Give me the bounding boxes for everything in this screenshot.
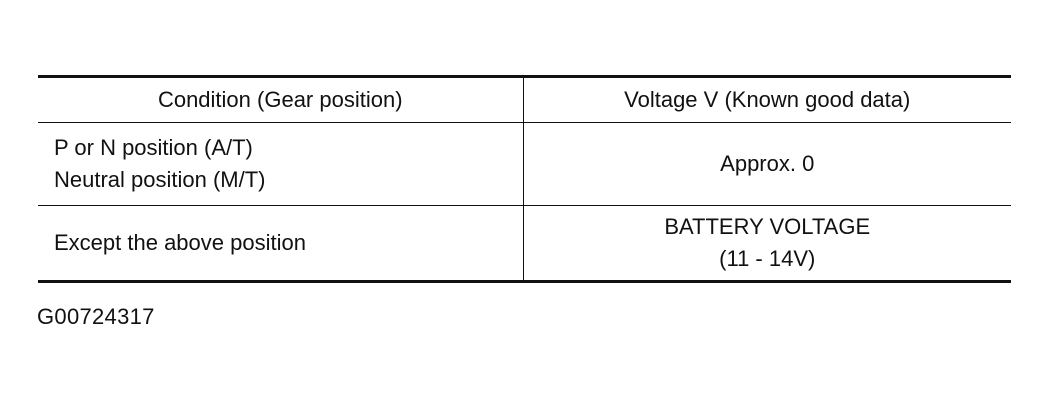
table-row: P or N position (A/T) Neutral position (… (38, 122, 1011, 206)
condition-cell: P or N position (A/T) Neutral position (… (38, 122, 524, 206)
condition-text: P or N position (A/T) (54, 135, 253, 160)
condition-text: Neutral position (M/T) (54, 167, 266, 192)
condition-text: Except the above position (54, 230, 306, 255)
voltage-cell: BATTERY VOLTAGE (11 - 14V) (523, 206, 1011, 282)
condition-cell: Except the above position (38, 205, 524, 282)
figure-code: G00724317 (37, 304, 155, 329)
header-voltage: Voltage V (Known good data) (523, 76, 1011, 123)
voltage-text: (11 - 14V) (719, 246, 816, 271)
voltage-text: BATTERY VOLTAGE (664, 214, 871, 239)
table-row: Except the above position BATTERY VOLTAG… (38, 205, 1011, 282)
table-header-row: Condition (Gear position) Voltage V (Kno… (38, 76, 1011, 123)
voltage-spec-table: Condition (Gear position) Voltage V (Kno… (38, 75, 1011, 283)
header-condition: Condition (Gear position) (38, 76, 524, 123)
voltage-text: Approx. 0 (720, 151, 815, 176)
voltage-cell: Approx. 0 (523, 122, 1011, 206)
